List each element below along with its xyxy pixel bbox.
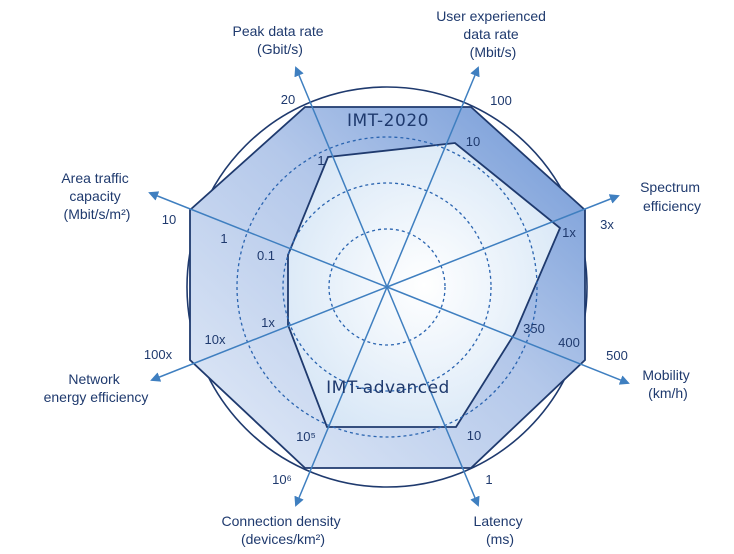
area-outer-value: 10 bbox=[162, 212, 176, 227]
axis-name-latency: Latency (ms) bbox=[474, 513, 527, 547]
axis-area bbox=[148, 191, 388, 288]
axis-network bbox=[150, 286, 388, 382]
user-inner-value: 10 bbox=[466, 134, 480, 149]
mobility-outer-value: 500 bbox=[606, 348, 628, 363]
axis-name-network: Network energy efficiency bbox=[44, 371, 149, 405]
network-mid-value: 10x bbox=[205, 332, 226, 347]
area-mid-value: 1 bbox=[220, 231, 227, 246]
axis-name-peak: Peak data rate (Gbit/s) bbox=[233, 23, 328, 57]
network-inner-value: 1x bbox=[261, 315, 275, 330]
axis-spectrum bbox=[386, 194, 620, 288]
ring-inner bbox=[328, 228, 446, 346]
peak-inner-value: 1 bbox=[317, 153, 324, 168]
ring-outer bbox=[236, 136, 538, 438]
axis-name-user: User experienced data rate (Mbit/s) bbox=[436, 8, 550, 60]
axis-name-mobility: Mobility (km/h) bbox=[642, 367, 693, 401]
ring-middle bbox=[282, 182, 492, 392]
axis-name-connection: Connection density (devices/km²) bbox=[222, 513, 345, 547]
axis-connection bbox=[294, 286, 388, 507]
spectrum-inner-value: 1x bbox=[562, 225, 576, 240]
latency-inner-value: 10 bbox=[467, 428, 481, 443]
network-outer-value: 100x bbox=[144, 347, 173, 362]
axes-group bbox=[148, 66, 630, 507]
spectrum-outer-value: 3x bbox=[600, 217, 614, 232]
axis-user bbox=[386, 66, 480, 288]
mobility-inner-value: 350 bbox=[523, 321, 545, 336]
axis-mobility bbox=[386, 286, 630, 385]
peak-outer-value: 20 bbox=[281, 92, 295, 107]
connection-inner-value: 10⁵ bbox=[296, 429, 316, 444]
mobility-mid-value: 400 bbox=[558, 335, 580, 350]
axis-peak bbox=[294, 66, 388, 288]
imt-2020-label: IMT-2020 bbox=[347, 111, 429, 131]
axis-name-spectrum: Spectrum efficiency bbox=[640, 179, 704, 214]
axis-latency bbox=[386, 286, 480, 507]
area-inner-value: 0.1 bbox=[257, 248, 275, 263]
imt-advanced-label: IMT-advanced bbox=[326, 378, 450, 398]
latency-outer-value: 1 bbox=[485, 472, 492, 487]
axis-name-area: Area traffic capacity (Mbit/s/m²) bbox=[61, 170, 132, 222]
user-outer-value: 100 bbox=[490, 93, 512, 108]
outer-circle bbox=[186, 86, 588, 488]
connection-outer-value: 10⁶ bbox=[272, 472, 292, 487]
